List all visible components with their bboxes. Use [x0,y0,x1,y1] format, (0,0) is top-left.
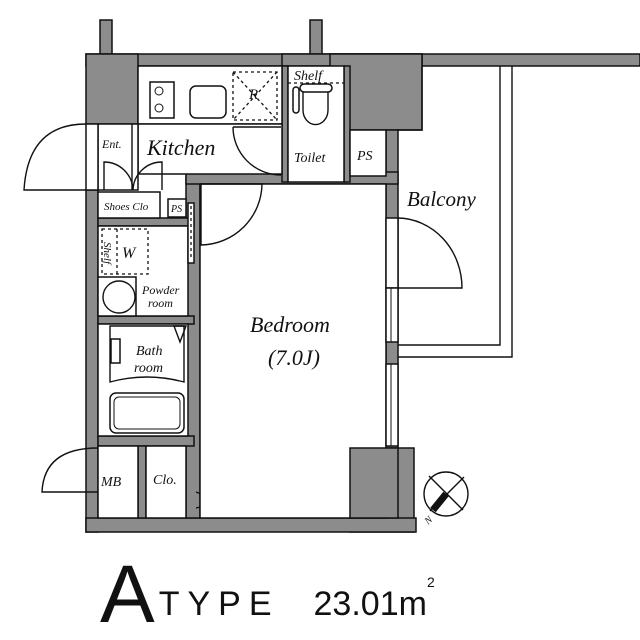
entry-door-frame[interactable] [85,123,99,191]
bedroom-label: Bedroom [250,312,330,337]
closet-label: Clo. [153,473,177,488]
balcony-door-frame[interactable] [385,217,399,289]
wash-basin-icon [102,280,136,314]
bathtub-icon [109,392,185,434]
ps-shaft-small [167,198,187,218]
bath-label-1: Bath [136,344,162,359]
washer-icon [101,228,149,275]
powder-label-2: room [148,296,173,310]
ps-label-toilet: PS [356,149,373,164]
stove-icon [149,81,175,119]
toilet-icon [302,92,329,126]
entry-door-swing[interactable] [23,123,87,191]
balcony-label: Balcony [407,187,476,211]
shelf-label-toilet: Shelf [294,69,324,84]
area-unit-m: m [398,585,427,623]
ps-shaft-toilet [349,129,387,177]
bath-label-2: room [134,361,163,376]
window-lower [385,363,399,447]
mb-door-swing[interactable] [41,447,99,493]
area-value: 23.01 [313,585,399,623]
balcony [397,66,513,358]
balcony-door-swing[interactable] [397,217,463,289]
bedroom-size: (7.0J) [268,345,320,370]
compass-icon: N [422,471,469,528]
bath-door-marker [172,325,188,344]
powder-label-1: Powder [141,283,180,297]
type-word: TYPE [158,585,280,623]
kitchen-door-swing [232,126,282,176]
entrance-label: Ent. [101,137,122,151]
area-unit: m2 [398,574,435,624]
compass-north-label: N [422,514,436,528]
type-letter: A [100,549,155,640]
toilet-tank-icon [292,86,300,114]
shelf-label-washer: Shelf [101,242,113,266]
bedroom-door-swing[interactable] [200,183,263,246]
meter-box [97,445,139,519]
ps-label-small: PS [170,204,182,215]
sink-icon [189,85,227,119]
window-upper [385,287,399,343]
fridge-label: R [248,87,258,103]
closet [145,445,187,519]
shoe-closet-door-left [103,161,134,191]
unit-type-title: A TYPE 23.01 m2 [100,549,435,640]
shoes-closet [97,191,161,219]
mb-label: MB [100,475,122,490]
shoe-closet-door-right [132,161,163,191]
kitchen-label: Kitchen [146,135,215,160]
toilet-label: Toilet [294,151,326,166]
fridge-icon [232,71,278,121]
washer-label: W [122,245,137,262]
shoes-closet-label: Shoes Clo [104,201,149,213]
area-unit-sup: 2 [426,573,435,590]
